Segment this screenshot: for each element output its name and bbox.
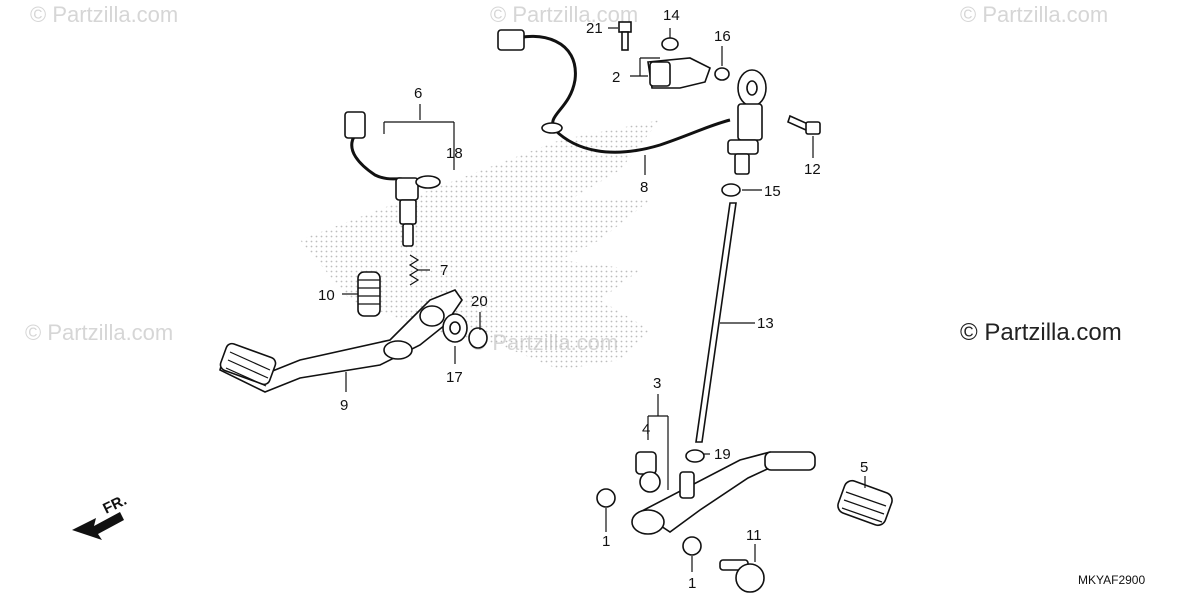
callout-18: 18 — [446, 145, 463, 162]
part-14-nut — [661, 37, 679, 51]
part-9-brake-pedal — [219, 289, 463, 393]
callout-16: 16 — [714, 28, 731, 45]
watermark-top-right: © Partzilla.com — [960, 2, 1108, 27]
part-8-switch-cable — [497, 29, 731, 154]
part-17-washer — [442, 313, 468, 343]
watermark-mid-left: © Partzilla.com — [25, 320, 173, 345]
watermark-right: © Partzilla.com — [960, 319, 1122, 346]
diagram-code: MKYAF2900 — [1078, 573, 1145, 587]
callout-2: 2 — [612, 69, 620, 86]
leader-lines — [342, 27, 866, 572]
callout-21: 21 — [586, 20, 603, 37]
watermark-top-center: © Partzilla.com — [490, 2, 638, 27]
front-label: FR. — [100, 492, 129, 518]
part-1-seal-lower — [682, 536, 702, 556]
callout-19: 19 — [714, 446, 731, 463]
part-shift-rod-joint — [727, 69, 767, 175]
callout-8: 8 — [640, 179, 648, 196]
callout-14: 14 — [663, 7, 680, 24]
callout-10: 10 — [318, 287, 335, 304]
part-11-pivot-bolt — [719, 559, 765, 593]
callout-6: 6 — [414, 85, 422, 102]
part-13-shift-rod — [695, 202, 737, 443]
part-20-clip — [468, 327, 488, 349]
callout-5: 5 — [860, 459, 868, 476]
part-4-joint — [635, 451, 661, 493]
callout-11: 11 — [746, 527, 762, 544]
callout-9: 9 — [340, 397, 348, 414]
callout-17: 17 — [446, 369, 463, 386]
callout-12: 12 — [804, 161, 821, 178]
watermark-top-left: © Partzilla.com — [30, 2, 178, 27]
part-16-nut — [714, 67, 730, 81]
part-19-nut — [685, 449, 705, 463]
part-1-seal-upper — [596, 488, 616, 508]
part-6-switch-assembly — [344, 111, 419, 247]
callout-1-lower: 1 — [688, 575, 696, 592]
part-18-clip — [415, 175, 441, 189]
callout-20: 20 — [471, 293, 488, 310]
callout-13: 13 — [757, 315, 774, 332]
part-10-spring — [357, 271, 381, 317]
part-15-nut — [721, 183, 741, 197]
part-3-shift-arm — [631, 451, 816, 535]
callout-3: 3 — [653, 375, 661, 392]
part-2-bracket — [647, 57, 711, 89]
part-5-rubber-peg — [837, 479, 893, 527]
callout-4: 4 — [642, 421, 650, 438]
part-12-bolt — [787, 114, 821, 135]
callout-15: 15 — [764, 183, 781, 200]
wing-logo — [300, 120, 660, 370]
callout-1-upper: 1 — [602, 533, 610, 550]
callout-7: 7 — [440, 262, 448, 279]
front-arrow-icon — [72, 512, 124, 540]
part-21-bolt — [618, 21, 632, 51]
